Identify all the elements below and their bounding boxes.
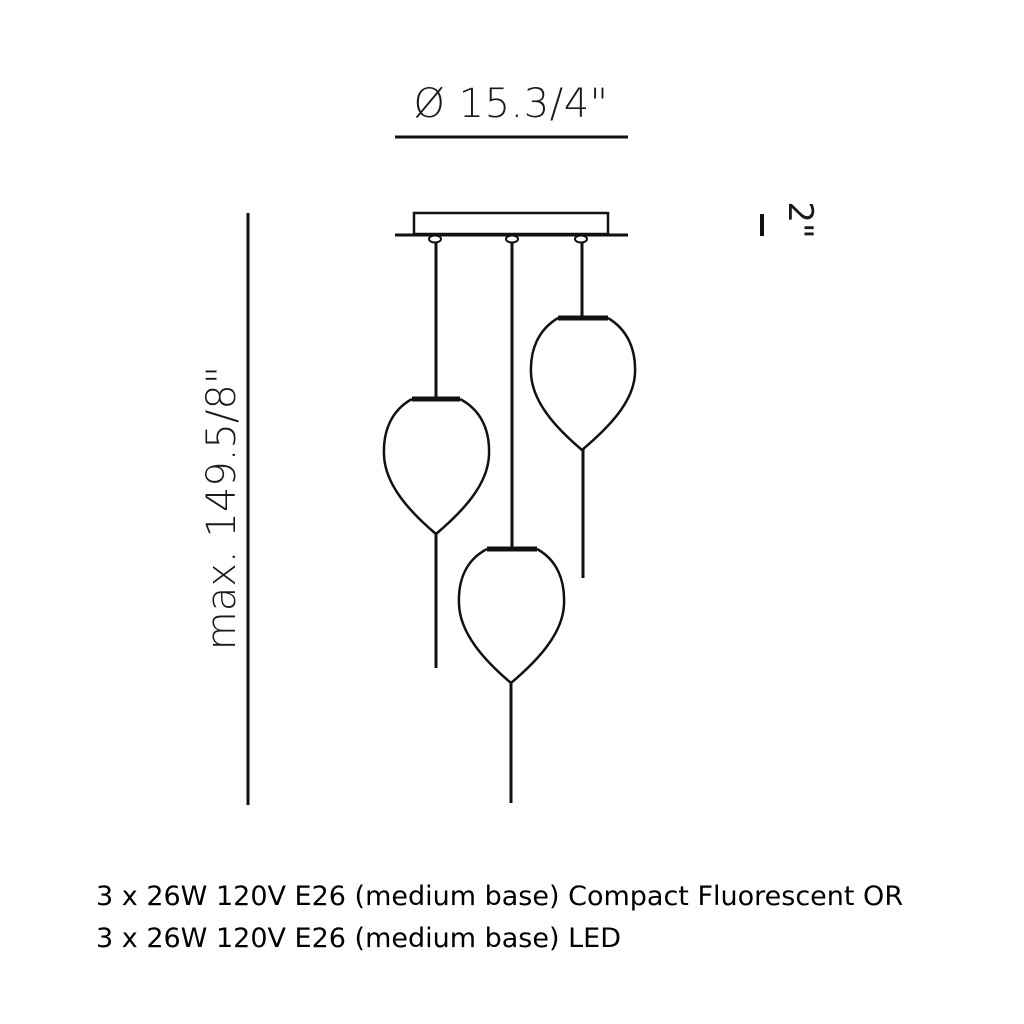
pendant-center [457,242,566,803]
pendant-left [382,242,491,668]
lamp-specifications: 3 x 26W 120V E26 (medium base) Compact F… [96,876,903,960]
canopy-height-label: 2" [780,201,820,239]
diameter-label: Ø 15.3/4" [413,81,609,127]
spec-line-led: 3 x 26W 120V E26 (medium base) LED [96,923,621,954]
pendant-right [529,242,637,578]
height-label: max. 149.5/8" [199,365,245,651]
spec-line-cfl: 3 x 26W 120V E26 (medium base) Compact F… [96,881,904,912]
ceiling-canopy [395,211,628,244]
